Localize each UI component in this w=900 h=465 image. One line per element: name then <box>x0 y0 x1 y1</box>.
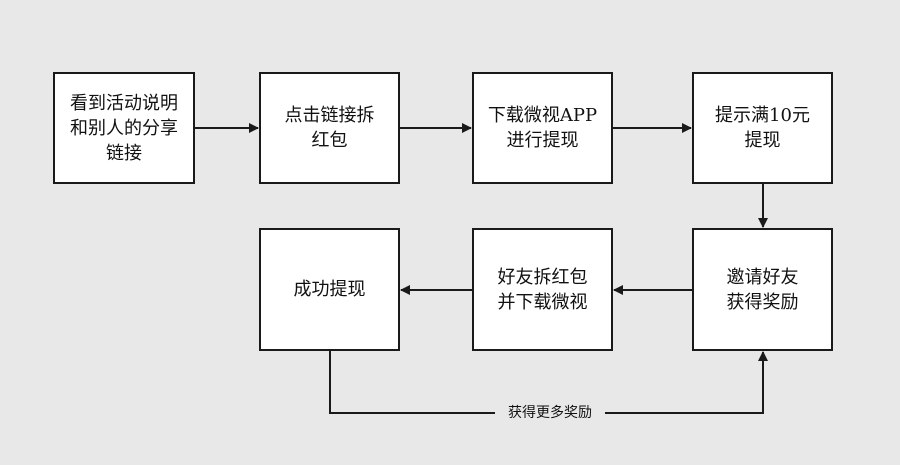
node-click-link-line-1: 点击链接拆 <box>284 105 375 126</box>
node-prompt-withdraw-line-2: 提现 <box>744 130 781 151</box>
node-view-activity-line-1: 看到活动说明 <box>70 92 178 114</box>
node-success: 成功提现 <box>259 228 400 351</box>
node-success-line-1: 成功提现 <box>293 279 366 300</box>
node-view-activity-line-3: 链接 <box>106 142 142 164</box>
node-friend-opens-line-1: 好友拆红包 <box>497 266 588 288</box>
node-friend-opens: 好友拆红包 并下载微视 <box>472 228 613 351</box>
node-click-link: 点击链接拆 红包 <box>259 72 400 184</box>
node-click-link-line-2: 红包 <box>311 130 348 151</box>
node-view-activity: 看到活动说明 和别人的分享 链接 <box>53 72 195 184</box>
node-download-app-line-2: 进行提现 <box>506 130 579 151</box>
node-download-app: 下载微视APP 进行提现 <box>472 72 613 184</box>
node-view-activity-line-2: 和别人的分享 <box>70 117 178 139</box>
node-invite-friends-line-2: 获得奖励 <box>726 291 799 313</box>
node-prompt-withdraw-line-1: 提示满10元 <box>715 105 810 126</box>
node-download-app-line-1: 下载微视APP <box>487 105 598 126</box>
node-prompt-withdraw: 提示满10元 提现 <box>692 72 833 184</box>
node-friend-opens-line-2: 并下载微视 <box>497 291 588 313</box>
loop-edge-label: 获得更多奖励 <box>495 403 605 423</box>
node-invite-friends: 邀请好友 获得奖励 <box>692 228 833 351</box>
node-invite-friends-line-1: 邀请好友 <box>726 266 799 288</box>
